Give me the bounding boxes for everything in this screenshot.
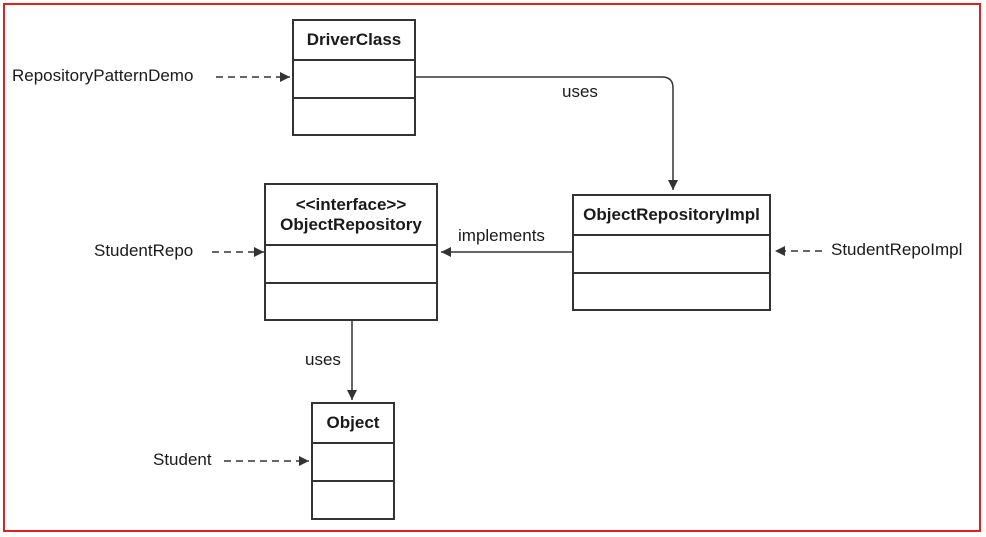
label-studentrepo: StudentRepo xyxy=(94,241,194,260)
interface-objectrepository: <<interface>> ObjectRepository xyxy=(264,183,438,321)
label-student: Student xyxy=(153,450,212,469)
class-driverclass-methods xyxy=(294,99,414,134)
interface-stereotype: <<interface>> xyxy=(295,194,407,214)
label-uses-driver-impl: uses xyxy=(562,82,598,101)
class-driverclass-name: DriverClass xyxy=(294,21,414,61)
class-object-name: Object xyxy=(313,404,393,444)
class-objectrepositoryimpl-name: ObjectRepositoryImpl xyxy=(574,196,769,236)
uses-arrow-driver-to-impl xyxy=(416,76,678,190)
interface-objectrepository-name: ObjectRepository xyxy=(280,214,422,234)
interface-objectrepository-attributes xyxy=(266,246,436,284)
diagram-frame xyxy=(3,3,981,532)
class-object: Object xyxy=(311,402,395,520)
class-object-attributes xyxy=(313,444,393,482)
class-objectrepositoryimpl-methods xyxy=(574,274,769,309)
label-implements: implements xyxy=(458,226,545,245)
class-driverclass: DriverClass xyxy=(292,19,416,136)
label-studentrepoimpl: StudentRepoImpl xyxy=(831,240,963,259)
class-driverclass-attributes xyxy=(294,61,414,99)
label-uses-repo-object: uses xyxy=(305,350,341,369)
interface-objectrepository-methods xyxy=(266,284,436,319)
class-object-methods xyxy=(313,482,393,518)
class-objectrepositoryimpl-attributes xyxy=(574,236,769,274)
class-objectrepositoryimpl: ObjectRepositoryImpl xyxy=(572,194,771,311)
label-repositorypatterndemo: RepositoryPatternDemo xyxy=(12,66,194,85)
interface-objectrepository-header: <<interface>> ObjectRepository xyxy=(266,185,436,246)
